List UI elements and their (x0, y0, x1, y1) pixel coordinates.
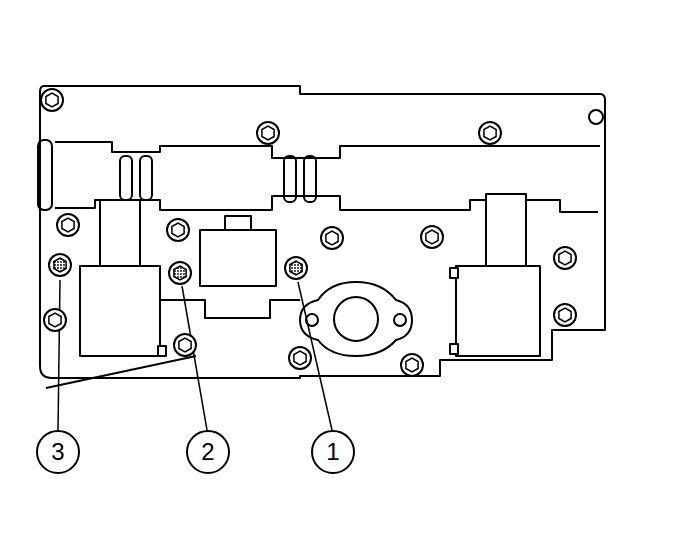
bolt (44, 309, 66, 331)
bolt (57, 214, 79, 236)
callout-number: 3 (36, 430, 80, 474)
bolt (169, 262, 191, 284)
bolt (167, 219, 189, 241)
bolt (401, 354, 423, 376)
bolt (41, 89, 63, 111)
bolt (321, 227, 343, 249)
bolt (479, 122, 501, 144)
bolt (554, 247, 576, 269)
bolt (174, 334, 196, 356)
callout-number: 1 (311, 430, 355, 474)
bolt (49, 254, 71, 276)
bolt (285, 257, 307, 279)
bolt (421, 226, 443, 248)
bolt (289, 347, 311, 369)
bolt (554, 304, 576, 326)
callout-number: 2 (186, 430, 230, 474)
bolt (257, 122, 279, 144)
